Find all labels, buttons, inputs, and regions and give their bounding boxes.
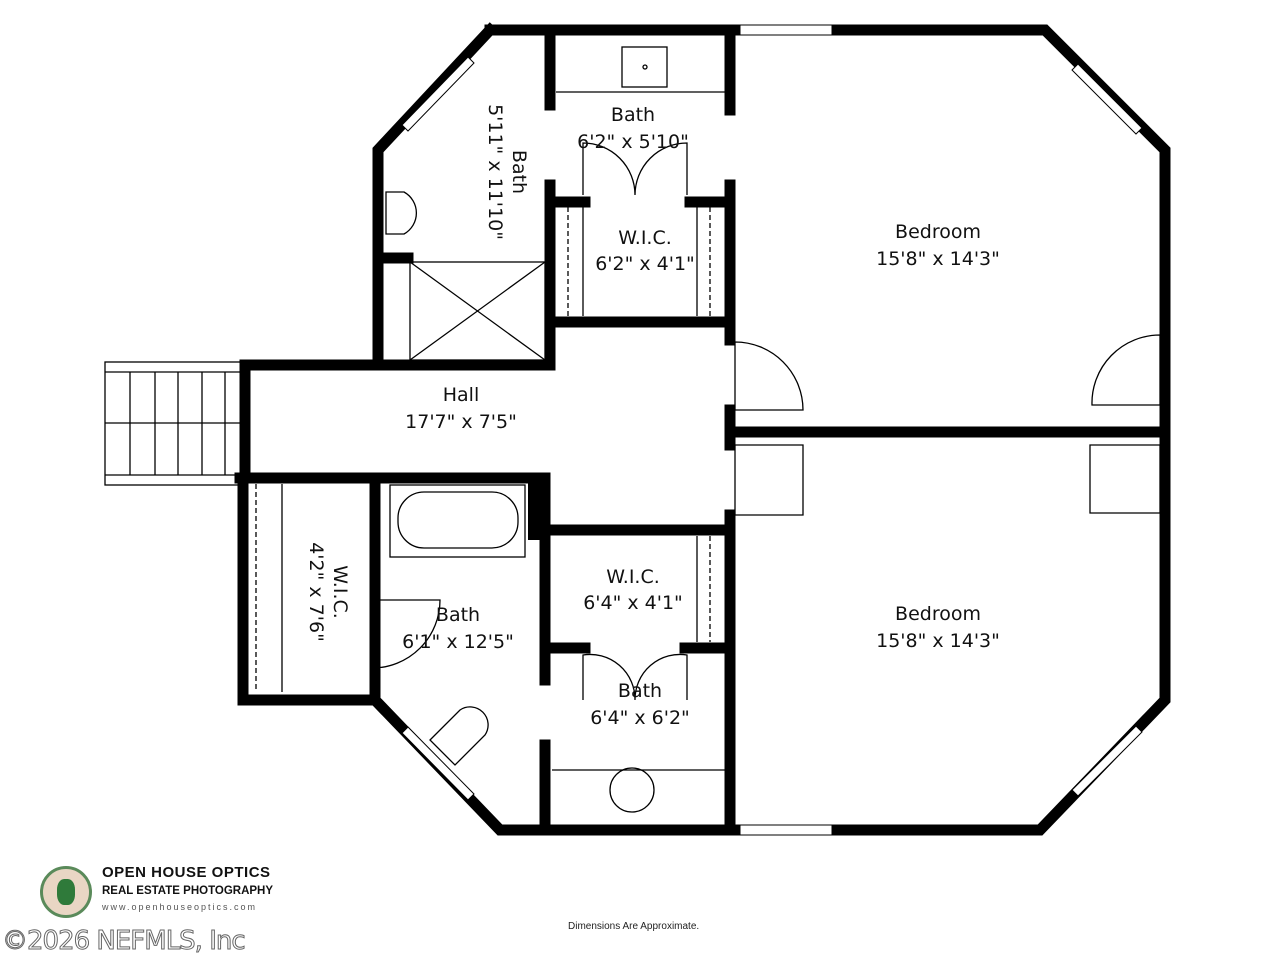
room-dims: 15'8" x 14'3" [876, 248, 1000, 270]
room-label-bath-2: Bath 6'2" x 5'10" [577, 104, 689, 153]
fixtures [255, 46, 1161, 813]
logo-line-1: OPEN HOUSE OPTICS [102, 864, 271, 881]
room-label-wic-3: W.I.C. 6'4" x 4'1" [583, 566, 683, 614]
room-label-bedroom-2: Bedroom 15'8" x 14'3" [876, 603, 1000, 652]
room-dims: 6'1" x 12'5" [402, 631, 514, 653]
stairs[interactable] [104, 361, 246, 486]
logo-line-2: REAL ESTATE PHOTOGRAPHY [102, 885, 274, 897]
room-dims: 17'7" x 7'5" [405, 411, 517, 433]
room-dims: 5'11" x 11'10" [484, 104, 506, 240]
room-dims: 6'2" x 4'1" [595, 253, 695, 275]
room-name: Bedroom [895, 603, 981, 625]
room-label-bath-1: Bath 5'11" x 11'10" [484, 104, 530, 240]
copyright-watermark: ©2026 NEFMLS, Inc [2, 926, 247, 957]
room-name: Bath [618, 680, 662, 702]
logo-line-3: www.openhouseoptics.com [102, 902, 258, 912]
room-name: W.I.C. [618, 227, 672, 249]
windows [401, 24, 1143, 836]
room-label-bath-4: Bath 6'4" x 6'2" [590, 680, 690, 729]
room-label-bath-3: Bath 6'1" x 12'5" [402, 604, 514, 653]
room-label-wic-1: W.I.C. 6'2" x 4'1" [595, 227, 695, 275]
room-label-wic-2: W.I.C. 4'2" x 7'6" [305, 542, 351, 642]
room-name: Bath [611, 104, 655, 126]
room-dims: 6'4" x 6'2" [590, 707, 690, 729]
room-dims: 15'8" x 14'3" [876, 630, 1000, 652]
room-name: W.I.C. [329, 565, 351, 619]
room-name: Bath [436, 604, 480, 626]
room-dims: 6'2" x 5'10" [577, 131, 689, 153]
interior-walls [369, 24, 1171, 836]
room-name: Hall [443, 384, 480, 406]
company-logo: OPEN HOUSE OPTICS REAL ESTATE PHOTOGRAPH… [40, 864, 273, 920]
footer-note: Dimensions Are Approximate. [568, 921, 700, 932]
room-name: Bath [508, 150, 530, 194]
room-label-hall: Hall 17'7" x 7'5" [405, 384, 517, 433]
room-name: W.I.C. [606, 566, 660, 588]
room-name: Bedroom [895, 221, 981, 243]
room-label-bedroom-1: Bedroom 15'8" x 14'3" [876, 221, 1000, 270]
room-dims: 6'4" x 4'1" [583, 592, 683, 614]
room-dims: 4'2" x 7'6" [305, 542, 327, 642]
logo-emblem [40, 866, 92, 918]
